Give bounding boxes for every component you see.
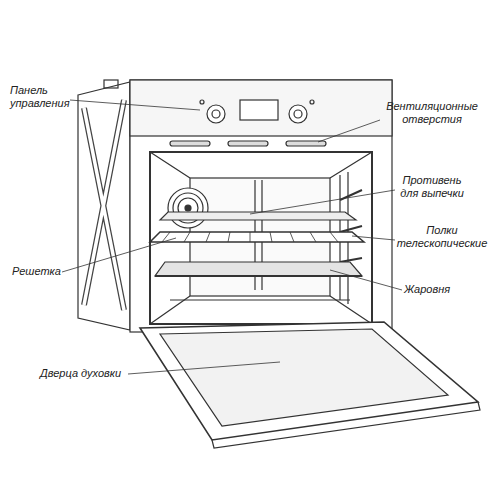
part-label: Полки телескопические [392,224,492,250]
side-hinge [104,80,118,88]
side-panel [78,82,130,330]
vent-slot [170,141,210,146]
leader-line [128,362,280,374]
wire-rack [150,232,364,242]
leader-line [318,120,380,142]
side-brace [84,100,124,310]
leader-line [352,236,395,240]
fan-hub [185,205,191,211]
part-label: Дверца духовки [40,367,140,380]
oven-body [78,80,480,448]
part-label: Вентиляционные отверстия [376,100,488,126]
knob-center [212,110,220,118]
pan-rim [155,275,362,277]
leader-line [62,238,176,272]
oven-door [140,322,478,440]
door-edge [212,402,480,448]
vent-slot [286,141,326,146]
part-label: Жаровня [404,283,474,296]
cavity-bottom [170,299,350,300]
leader-line [70,100,200,110]
side-brace-inner [84,100,124,310]
front-frame [130,80,392,332]
indicator [310,100,314,104]
rack-bars [162,232,338,242]
part-label: Противень для выпечки [396,174,468,200]
knob [207,105,225,123]
fan-cover [168,188,208,228]
vent-slot [228,141,268,146]
leader-lines [62,100,402,374]
telescopic-shelf [340,190,362,262]
part-label: Панель управления [10,84,74,110]
roasting-pan [155,262,362,276]
indicator [200,100,204,104]
cavity-edge [150,152,372,324]
leader-line [330,270,402,290]
door-glass [160,329,448,426]
part-label: Решетка [12,265,72,278]
knob [289,105,307,123]
display [240,100,278,120]
leader-line [250,190,395,214]
baking-tray [160,212,356,220]
knob-center [294,110,302,118]
cavity-opening [150,152,372,324]
